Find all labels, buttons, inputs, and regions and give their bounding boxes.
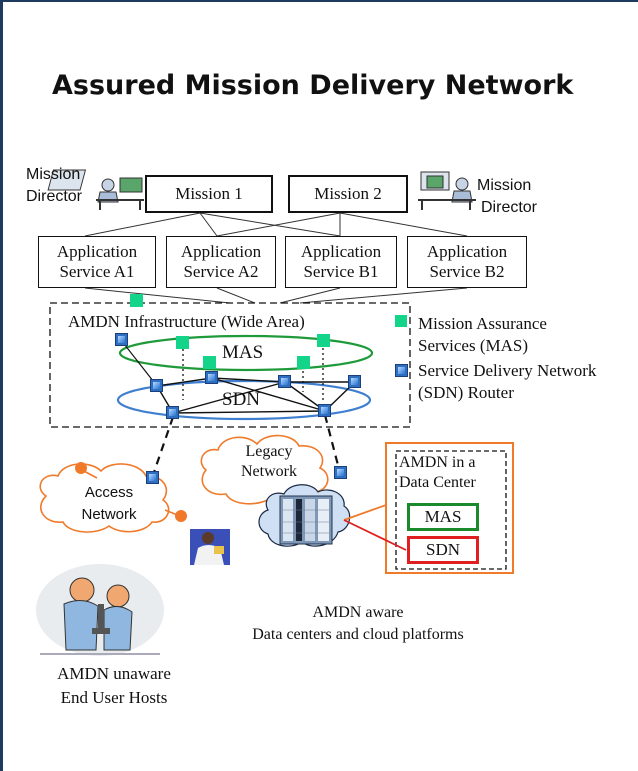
mission-director-left-icon <box>47 169 144 210</box>
app-service-a2-line2: Service A2 <box>183 262 259 281</box>
mission-director-right-label: Mission Director <box>477 175 537 219</box>
unaware-caption: AMDN unaware End User Hosts <box>34 662 194 710</box>
mas-node-icon <box>203 356 216 369</box>
access-network-line2: Network <box>81 506 137 523</box>
sdn-router-icon <box>318 404 331 417</box>
datacenter-label: AMDN in a Data Center <box>399 453 476 493</box>
sdn-router-icon <box>115 333 128 346</box>
mission-director-left-line1: Mission <box>26 166 81 183</box>
sdn-router-icon <box>334 466 347 479</box>
datacenter-line2: Data Center <box>399 474 476 491</box>
unaware-caption-line2: End User Hosts <box>60 688 168 707</box>
mission-links <box>84 212 468 237</box>
server-room-image <box>279 495 333 545</box>
access-network-label: Access Network <box>74 482 144 526</box>
mas-node-icon <box>297 356 310 369</box>
amdn-infrastructure-box <box>49 302 411 428</box>
access-network-line1: Access <box>84 484 134 501</box>
app-service-b2-box: Application Service B2 <box>407 236 527 288</box>
app-service-b1-line1: Application <box>300 242 382 261</box>
app-service-a1-line2: Service A1 <box>59 262 135 281</box>
mission-director-right-icon <box>418 171 476 210</box>
datacenter-callout-box <box>385 442 514 574</box>
mas-node-icon <box>130 294 143 307</box>
mas-ring-label: MAS <box>222 342 264 363</box>
datacenter-line1: AMDN in a <box>399 454 476 471</box>
lab-scientists-image <box>36 564 164 656</box>
app-service-b1-box: Application Service B1 <box>285 236 397 288</box>
legend-mas-label: Mission Assurance Services (MAS) <box>418 313 547 357</box>
datacenter-dashed-box <box>395 450 507 570</box>
app-service-a1-box: Application Service A1 <box>38 236 156 288</box>
mission-director-right-line2: Director <box>481 199 538 216</box>
datacenter-sdn-box: SDN <box>407 536 479 564</box>
mas-node-icon <box>176 336 189 349</box>
sdn-router-icon <box>348 375 361 388</box>
legend-sdn-label: Service Delivery Network (SDN) Router <box>418 360 596 404</box>
edge-dashed-links <box>150 414 342 479</box>
legend-sdn-line1: Service Delivery Network <box>418 361 597 380</box>
legacy-network-label: Legacy Network <box>237 442 301 482</box>
sdn-router-icon <box>166 406 179 419</box>
sdn-ring <box>116 379 372 421</box>
mission-director-left-line2: Director <box>26 188 83 205</box>
mission-1-box: Mission 1 <box>145 175 273 213</box>
sdn-router-icon <box>146 471 159 484</box>
datacenter-mas-box: MAS <box>407 503 479 531</box>
app-service-a2-box: Application Service A2 <box>166 236 276 288</box>
mission-2-box: Mission 2 <box>288 175 408 213</box>
sdn-ring-label: SDN <box>222 389 261 410</box>
access-network-cloud <box>39 463 170 533</box>
app-service-a1-line1: Application <box>56 242 138 261</box>
page-title: Assured Mission Delivery Network <box>52 70 574 101</box>
legacy-network-line1: Legacy <box>245 443 293 460</box>
sdn-router-icon <box>150 379 163 392</box>
unaware-caption-line1: AMDN unaware <box>57 664 171 683</box>
mission-director-right-line1: Mission <box>477 177 532 194</box>
legacy-network-line2: Network <box>241 463 297 480</box>
app-service-b2-line1: Application <box>426 242 508 261</box>
mas-ring <box>118 334 374 372</box>
app-service-a2-line1: Application <box>180 242 262 261</box>
aware-caption: AMDN aware Data centers and cloud platfo… <box>210 602 506 646</box>
mission-director-left-label: Mission Director <box>26 164 82 208</box>
app-service-b1-line2: Service B1 <box>303 262 379 281</box>
amdn-infrastructure-label: AMDN Infrastructure (Wide Area) <box>68 312 305 331</box>
legend-sdn-line2: (SDN) Router <box>418 383 514 402</box>
app-service-b2-line2: Service B2 <box>429 262 505 281</box>
legend-sdn-router-icon <box>395 364 408 377</box>
app-links <box>84 287 468 304</box>
sdn-router-icon <box>278 375 291 388</box>
legend-mas-line2: Services (MAS) <box>418 336 529 355</box>
legend-mas-icon <box>395 315 407 327</box>
mas-node-icon <box>317 334 330 347</box>
aware-caption-line2: Data centers and cloud platforms <box>252 626 464 643</box>
sdn-router-icon <box>205 371 218 384</box>
aware-caption-line1: AMDN aware <box>312 604 404 621</box>
end-user-photo <box>190 529 230 565</box>
legend-mas-line1: Mission Assurance <box>418 314 547 333</box>
